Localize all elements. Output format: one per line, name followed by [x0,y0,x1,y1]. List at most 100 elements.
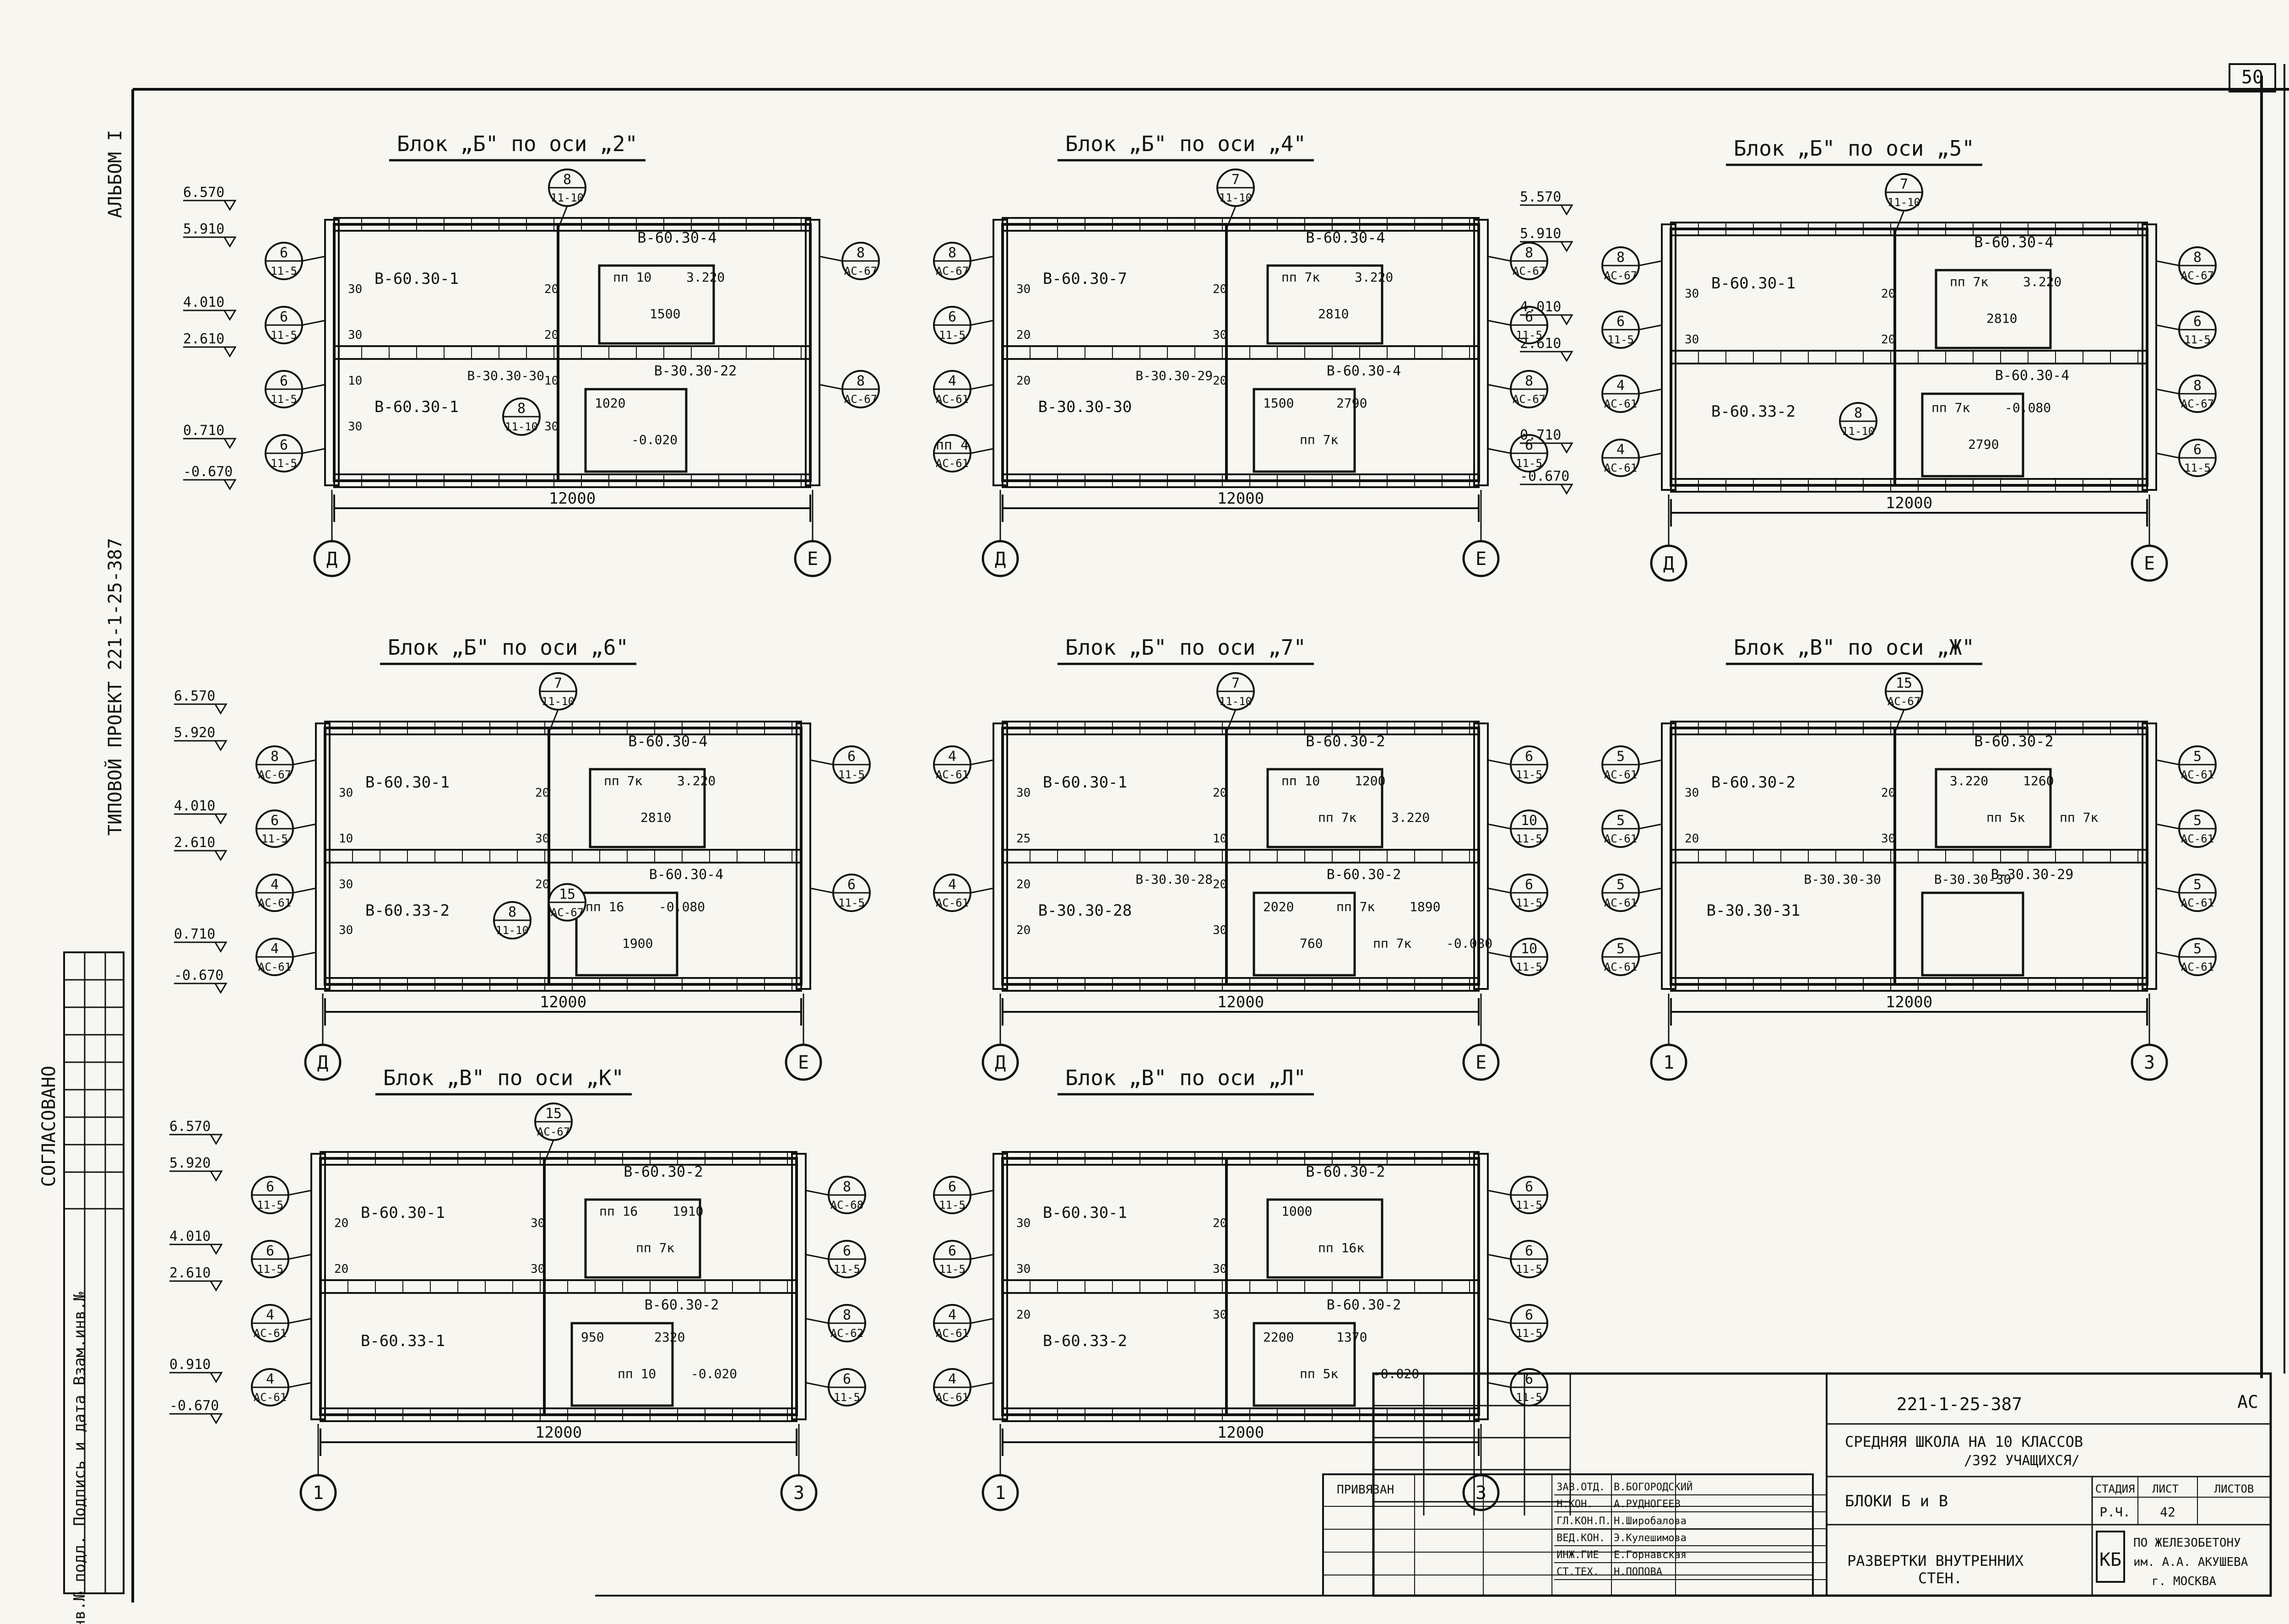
callout-left: 5АС-61 [1601,745,1640,784]
span-value: 12000 [1217,993,1264,1011]
callout-number: 15 [559,886,575,902]
axis-bubble-left: 1 [299,1474,337,1511]
joint-width: 20 [1881,287,1895,301]
callout-sheet: 11-10 [542,695,575,708]
elevation-title: Блок „Б" по оси „6" [380,635,636,665]
joint-width: 20 [1016,923,1031,937]
callout-left: пп 4АС-61 [933,434,971,473]
door-opening [1253,1322,1356,1407]
staff-name: Э.Кулешимова [1614,1532,1687,1544]
axis-bubble-left: Д [304,1043,342,1081]
callout-sheet: АС-67 [936,265,969,277]
stage-header: СТАДИЯ [2095,1483,2135,1495]
opening-dim: пп 5к [1300,1366,1338,1381]
callout-number: 6 [280,309,288,325]
floor-slab [333,345,811,360]
callout-sheet: АС-61 [1604,961,1637,973]
span-dimension: 12000 [999,1423,1482,1474]
callout-sheet: АС-61 [936,1391,969,1404]
axis-bubble-right: Е [785,1043,822,1081]
leader-line [2156,260,2180,266]
leader-line [1487,823,1511,830]
callout-number: 15 [1896,675,1912,691]
callout-number: 7 [1231,675,1240,691]
callout-right: 611-5 [1510,874,1548,912]
leader-line [805,1318,829,1324]
right-column [2142,223,2157,491]
wall-elevation-2: Блок „Б" по оси „4"В-60.30-7В-60.30-4В-3… [933,131,1548,577]
album-label: АЛЬБОМ I [105,130,126,218]
elevation-title-text: Блок „Б" по оси „2" [397,131,638,156]
span-dimension: 12000 [322,993,804,1044]
callout-right: 5АС-61 [2178,809,2217,848]
callout-sheet: 11-5 [1516,1263,1542,1276]
callout-number: 4 [948,749,956,765]
opening-dim: 1020 [595,396,625,411]
span-dimension: 12000 [1668,494,2150,545]
callout-sheet: АС-61 [258,961,291,973]
callout-left: 4АС-61 [933,874,971,912]
panel-mark: В-30.30-28 [1038,902,1132,920]
floor-slab [324,849,802,864]
right-column [1473,219,1489,486]
joint-width: 20 [1016,328,1031,342]
panel-mark: В-30.30-28 [1135,872,1213,887]
callout-sheet: 11-5 [257,1263,283,1276]
opening-dim: 760 [1300,936,1323,951]
panel-mark: В-60.30-4 [649,867,724,883]
joint-width: 20 [1016,374,1031,388]
staff-name: Н.ПОПОВА [1614,1566,1662,1578]
org-logo-frame [2096,1531,2125,1583]
callout-number: 8 [1616,250,1625,266]
callout-number: 10 [1521,813,1537,829]
panel-mark: В-60.30-1 [1711,274,1795,293]
elevation-title: Блок „В" по оси „Ж" [1726,635,1982,665]
door-opening [589,768,706,848]
level-mark: -0.670 [1520,468,1569,484]
wall-elevation-5: Блок „Б" по оси „7"В-60.30-1В-60.30-2В-3… [933,635,1548,1081]
opening-dim: 3.220 [1391,810,1430,825]
callout-sheet: АС-61 [1604,462,1637,474]
level-triangle [214,703,228,715]
leader-line [805,1382,829,1388]
panel-mark: В-30.30-30 [467,368,544,383]
callout-sheet: АС-61 [1604,397,1637,410]
level-mark: 5.910 [1520,226,1561,242]
callout-left: 611-5 [933,1240,971,1278]
staff-name: Н.Широбалова [1614,1515,1687,1527]
axis-label: 1 [995,1483,1006,1504]
left-column [1661,722,1676,990]
callout-sheet: АС-67 [551,906,584,919]
wall-outline [324,727,803,986]
axis-circle [982,1474,1019,1511]
joint-width: 20 [1016,878,1031,891]
callout-left: 8АС-67 [1601,246,1640,285]
panel-mark: В-60.30-7 [1043,270,1127,288]
leader-line [1487,759,1511,766]
page-number: 50 [2241,67,2263,88]
callout-number: 4 [1616,378,1625,394]
level-mark: 2.610 [183,331,224,347]
wall-frame [1661,222,2157,493]
callout-right: 8АС-67 [1510,370,1548,408]
callout-left: 4АС-61 [933,1304,971,1342]
callout-number: 6 [266,1243,274,1259]
callout-number: 6 [843,1371,851,1387]
staff-name: В.БОГОРОДСКИЙ [1614,1481,1692,1493]
callout-sheet: АС-67 [1513,265,1546,277]
opening-dim: 1890 [1410,899,1440,914]
callout-number: 4 [266,1307,274,1323]
wall-outline [1001,223,1480,482]
leader-line [288,1318,312,1324]
callout-sheet: 11-5 [1516,1391,1542,1404]
callout-right: 8АС-67 [2178,246,2217,285]
leader-line [1638,260,1662,266]
axis-label: 1 [1663,1052,1674,1073]
callout-right: 611-5 [2178,439,2217,477]
page-number-box: 50 [2229,63,2276,92]
leader-line [302,255,325,262]
level-triangle [223,236,237,248]
opening-dim: -0.020 [691,1366,737,1381]
